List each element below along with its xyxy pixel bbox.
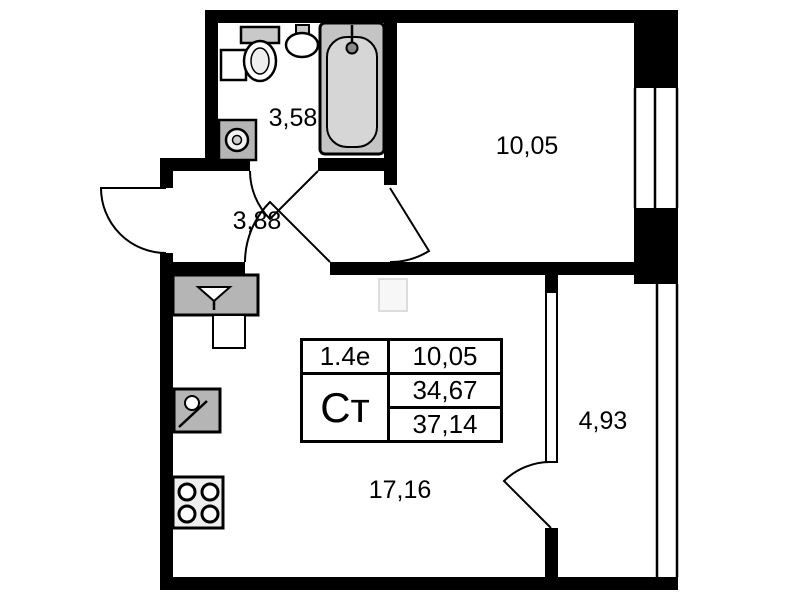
washing-machine-icon (217, 118, 258, 162)
toilet-icon (239, 25, 281, 83)
room-door-icon (389, 187, 431, 264)
stamp-total-area: 34,67 (387, 372, 503, 409)
room-label-living: 17,16 (368, 476, 432, 504)
room-label-hallway: 3,88 (232, 207, 282, 235)
stamp-category: Ст (300, 372, 390, 443)
appliance-box (212, 314, 246, 349)
bathroom-door-icon (249, 170, 319, 221)
living-door-icon (244, 200, 331, 263)
ventilation-shaft-icon (219, 48, 248, 82)
stove-icon (171, 475, 225, 530)
balcony-door-icon (502, 460, 552, 529)
stamp-room-area: 10,05 (387, 338, 503, 375)
kitchen-counter-sink-icon (171, 273, 260, 317)
entrance-door-icon (99, 187, 167, 254)
walls (160, 10, 678, 590)
bathtub-icon (318, 21, 386, 156)
doors (99, 170, 552, 529)
room-label-bathroom: 3,58 (268, 104, 318, 132)
washbasin-icon (284, 24, 320, 59)
kitchen-sink-icon (172, 387, 222, 434)
room-label-balcony: 4,93 (578, 407, 628, 435)
balcony-glazing-icon (655, 284, 679, 577)
stamp-total-area-with-balcony: 37,14 (387, 406, 503, 443)
stamp-plan-type: 1.4е (300, 338, 390, 375)
area-stamp: 1.4е 10,05 Ст 34,67 37,14 (300, 338, 503, 443)
room-label-room: 10,05 (495, 132, 559, 160)
ghost-box (378, 278, 408, 312)
window-room-icon (633, 88, 679, 208)
balcony-window-icon (545, 291, 558, 463)
